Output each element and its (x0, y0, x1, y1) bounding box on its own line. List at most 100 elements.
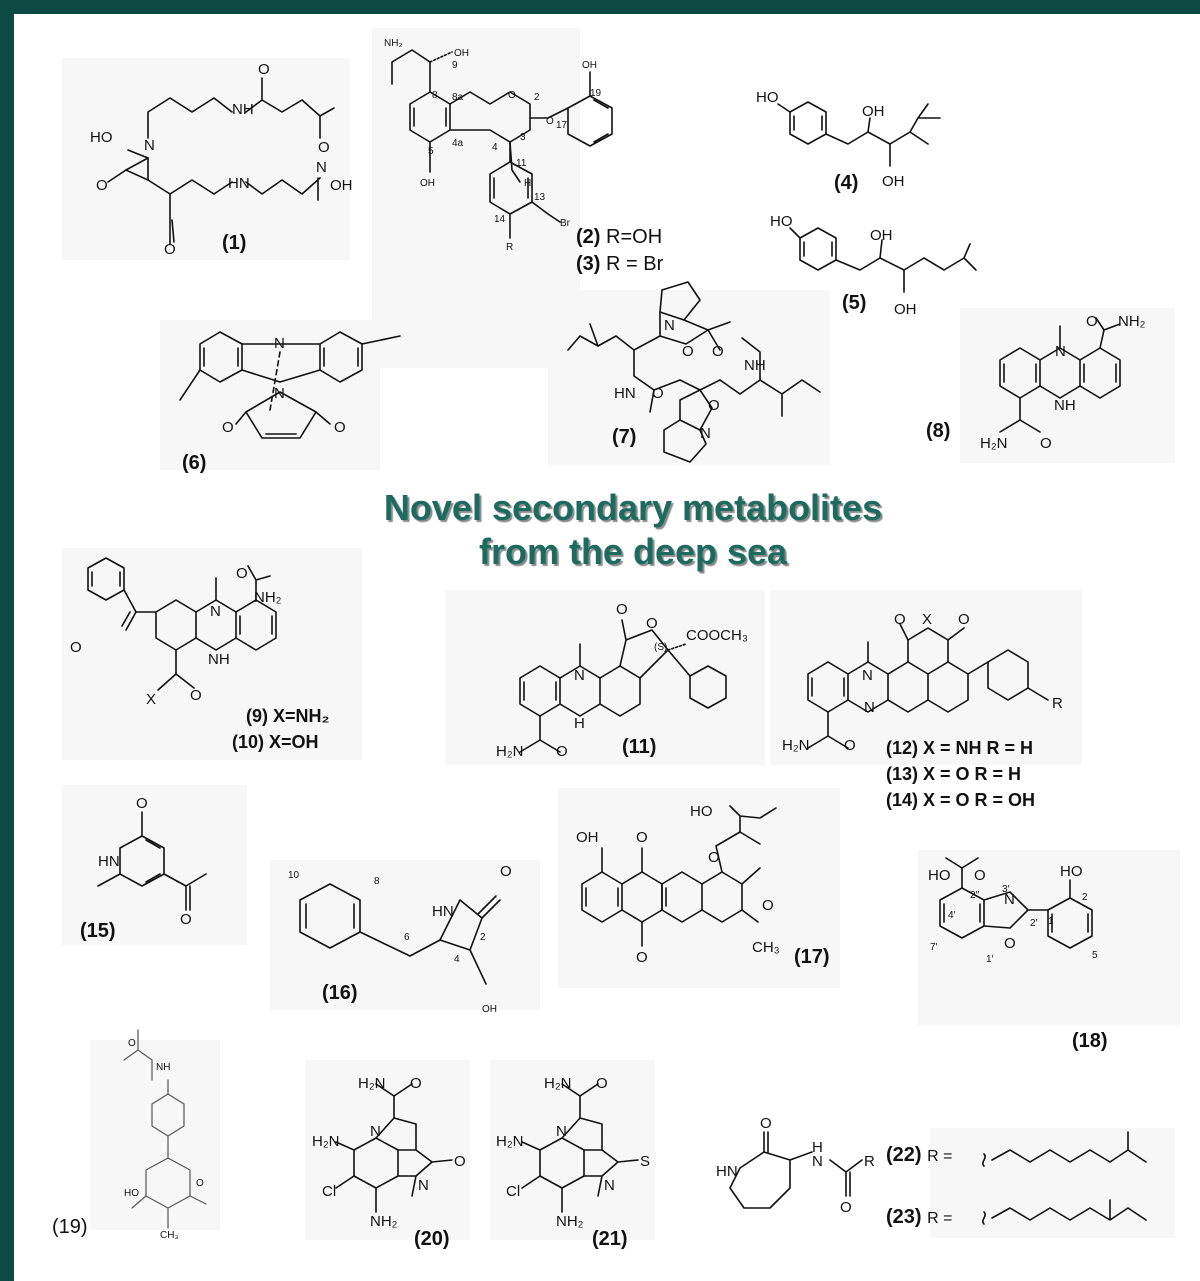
panel-compound-7 (548, 290, 830, 465)
atom-nh-9: NH (208, 651, 230, 668)
atom-n-7a: N (664, 317, 675, 334)
atom-n-21a: N (556, 1123, 567, 1140)
atom-h2n-21: H₂N (544, 1075, 572, 1092)
panel-compound-6 (160, 320, 380, 470)
compound-label-16: (16) (322, 982, 358, 1004)
structure-5 (789, 227, 977, 293)
panel-compound-22-23 (930, 1128, 1175, 1238)
compound-label-13: (13) X = O R = H (886, 764, 1022, 784)
structure-19 (123, 1029, 207, 1229)
atom-hn-15: HN (98, 853, 120, 870)
locant-9: 9 (452, 60, 458, 71)
compound-label-11: (11) (622, 736, 657, 758)
compound-label-3: (3) R = Br (576, 253, 663, 276)
atom-nh2-21: NH₂ (556, 1213, 584, 1230)
atom-labels-7: N O O NH HN O O N (614, 317, 766, 442)
locant-16-8: 8 (374, 876, 380, 887)
compound-label-7: (7) (612, 426, 637, 448)
atom-nh-22: H (812, 1139, 823, 1156)
atom-oh-5b: OH (894, 301, 917, 318)
atom-hn-1: HN (228, 175, 250, 192)
atom-o-22b: O (840, 1199, 852, 1216)
compound-label-15: (15) (80, 920, 116, 942)
atom-nh2-9: NH₂ (254, 589, 282, 606)
atom-x-9: X (146, 691, 156, 708)
atom-h2n-20b: H₂N (312, 1133, 340, 1150)
panel-compound-9-10 (62, 548, 362, 760)
compound-label-5: (5) (842, 292, 867, 314)
atom-oh-2c: OH (420, 178, 435, 189)
atom-o-1c: O (96, 177, 108, 194)
atom-labels-22-23: O HN H N O R (716, 1115, 875, 1216)
atom-o-11c: O (556, 743, 568, 760)
atom-o-16: O (500, 863, 512, 880)
atom-n-22: N (812, 1153, 823, 1170)
atom-ch3-17: CH₃ (752, 939, 780, 956)
atom-n-6a: N (274, 335, 285, 352)
locant-18f: 1 (1048, 916, 1054, 927)
atom-labels-19: O NH HO O CH₃ (124, 1038, 204, 1241)
panel-compound-15 (62, 785, 247, 945)
panel-compound-8 (960, 308, 1175, 463)
locant-18h: 1′ (986, 954, 994, 965)
locant-18g: 7′ (930, 942, 938, 953)
compound-label-14: (14) X = O R = OH (886, 790, 1036, 810)
atom-labels-8: N NH O NH₂ H₂N O (980, 313, 1146, 452)
atom-nh-11: H (574, 715, 585, 732)
locant-4: 4 (492, 142, 498, 153)
atom-labels-21: H₂N O N S H₂N Cl N NH₂ (496, 1075, 650, 1230)
locant-16-6: 6 (404, 932, 410, 943)
locant-16-2: 2 (480, 932, 486, 943)
compound-label-10: (10) X=OH (232, 732, 319, 752)
atom-labels-1: HO N NH O O N OH O HN O (90, 61, 353, 258)
atom-ho-17: HO (690, 803, 713, 820)
locant-14: 14 (494, 214, 506, 225)
atom-o-20b: O (454, 1153, 466, 1170)
panel-compound-19 (90, 1040, 220, 1230)
panel-compound-21 (490, 1060, 655, 1240)
atom-ho-1a: HO (90, 129, 113, 146)
atom-nh-8: NH (1054, 397, 1076, 414)
atom-o-9b: O (236, 565, 248, 582)
page-title-line-2: from the deep sea (478, 531, 788, 572)
compound-label-22-id: (22) (886, 1144, 922, 1166)
compound-label-23-subst: R = (927, 1210, 953, 1227)
structure-21 (521, 1083, 639, 1213)
atom-oh-16: OH (482, 1004, 497, 1015)
atom-o-6a: O (222, 419, 234, 436)
compound-label-23-id: (23) (886, 1206, 922, 1228)
atom-n-12b: N (864, 699, 875, 716)
atom-oh-4a: OH (862, 103, 885, 120)
locant-18b: 4′ (948, 910, 956, 921)
locant-17: 17 (556, 120, 568, 131)
atom-o-7c: O (652, 385, 664, 402)
compound-label-8: (8) (926, 420, 951, 442)
locant-2: 2 (534, 92, 540, 103)
atom-oh-2b: OH (582, 60, 597, 71)
structure-17 (581, 805, 777, 947)
atom-n-18: N (1004, 891, 1015, 908)
atom-ho-18a: HO (928, 867, 951, 884)
structure-7 (567, 281, 821, 463)
atom-labels-6: N N O O (222, 335, 346, 436)
compound-label-3-subst: R = Br (606, 253, 664, 275)
atom-n-20a: N (370, 1123, 381, 1140)
atom-nh-19: NH (156, 1062, 170, 1073)
atom-cl-20: Cl (322, 1183, 336, 1200)
atom-o-9a: O (70, 639, 82, 656)
locant-18a: 2′′ (970, 890, 979, 901)
structure-9-10 (87, 557, 277, 691)
atom-o-19a: O (128, 1038, 136, 1049)
atom-ch3-19: CH₃ (160, 1230, 179, 1241)
atom-o-7b: O (712, 343, 724, 360)
compound-label-20: (20) (414, 1228, 450, 1250)
locant-16-10: 10 (288, 870, 300, 881)
compound-label-22-subst: R = (927, 1148, 953, 1165)
atom-n-1b: NH (232, 101, 254, 118)
atom-o-18b: O (1004, 935, 1016, 952)
atom-r-12: R (1052, 695, 1063, 712)
atom-h2n-20: H₂N (358, 1075, 386, 1092)
atom-h-2: H (524, 178, 531, 189)
locant-18e: 2′ (1030, 918, 1038, 929)
